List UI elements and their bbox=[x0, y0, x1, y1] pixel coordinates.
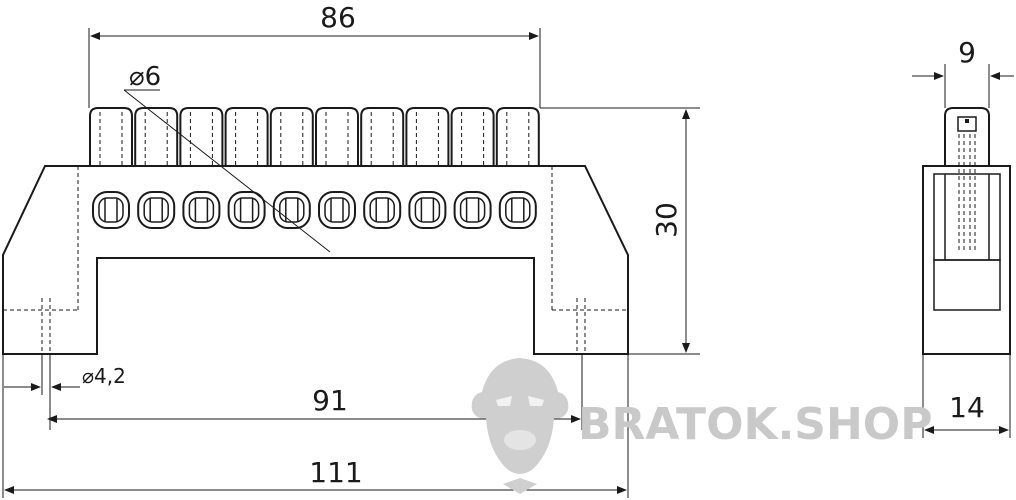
screw-head bbox=[89, 107, 133, 166]
dim-leader-d6 bbox=[123, 89, 331, 253]
screw-head bbox=[450, 107, 495, 166]
screw-head bbox=[179, 107, 224, 166]
screw-head bbox=[224, 107, 269, 166]
terminal-hole bbox=[318, 191, 356, 229]
dim-label-d6: ⌀6 bbox=[129, 62, 161, 92]
terminal-hole bbox=[363, 191, 402, 229]
terminal-hole bbox=[272, 191, 311, 229]
dim-label-d42: ⌀4,2 bbox=[82, 364, 126, 388]
watermark-text: BRATOK.SHOP bbox=[578, 399, 932, 450]
terminal-hole bbox=[182, 191, 221, 229]
front-view bbox=[1, 107, 629, 355]
terminal-holes bbox=[92, 191, 537, 229]
terminal-hole bbox=[92, 191, 130, 229]
terminal-hole bbox=[498, 191, 537, 229]
side-screw-block bbox=[944, 107, 990, 166]
screw-head bbox=[269, 107, 314, 166]
leg-hidden-lines bbox=[3, 166, 628, 354]
side-view bbox=[922, 107, 1011, 355]
terminal-hole bbox=[408, 191, 447, 229]
dim-label-91: 91 bbox=[312, 384, 348, 417]
gorilla-logo-icon bbox=[471, 358, 569, 494]
dim-label-30: 30 bbox=[650, 202, 683, 238]
screw-head bbox=[405, 107, 450, 166]
dim-label-14: 14 bbox=[949, 391, 985, 424]
terminal-hole bbox=[137, 191, 176, 229]
side-body bbox=[922, 165, 1011, 355]
dimensions-side bbox=[912, 64, 1014, 438]
screw-head bbox=[360, 107, 405, 166]
screw-head bbox=[134, 107, 179, 166]
watermark: BRATOK.SHOP bbox=[471, 358, 932, 494]
dim-label-111: 111 bbox=[309, 456, 362, 489]
dim-label-9: 9 bbox=[958, 36, 976, 69]
terminal-hole bbox=[453, 191, 492, 229]
terminal-hole bbox=[227, 191, 266, 229]
busbar-body bbox=[1, 165, 629, 355]
dim-label-86: 86 bbox=[320, 1, 356, 34]
screw-head bbox=[315, 107, 359, 166]
screw-head bbox=[495, 107, 540, 166]
screw-heads bbox=[89, 107, 540, 166]
